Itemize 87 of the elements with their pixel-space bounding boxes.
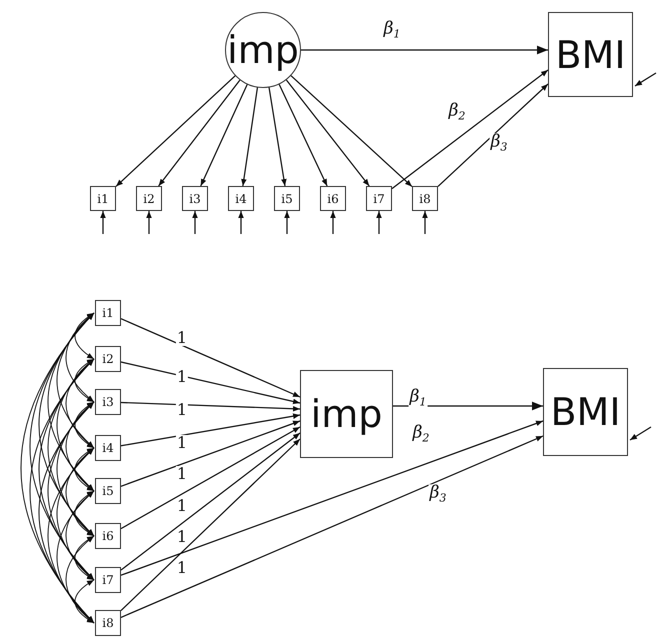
edge-label: β$_{3}$ [428,484,448,504]
covariance-arrow [66,358,94,448]
covariance-arrow [56,312,94,448]
covariance-arrow [74,402,94,448]
covariance-arrow [56,358,94,492]
covariance-arrow [56,402,94,536]
variable-box: i1 [90,186,116,211]
arrow [438,84,548,187]
variable-box: BMI [548,12,633,97]
arrow [301,46,548,54]
covariance-arrow [74,448,94,492]
arrow [238,211,244,234]
arrow [393,402,543,410]
variable-box: i6 [320,186,346,211]
variable-box: i2 [136,186,162,211]
covariance-arrow [38,358,94,580]
covariance-arrow [66,536,94,624]
covariance-arrow [38,312,94,536]
variable-box: imp [300,370,393,458]
arrow [120,426,300,530]
covariance-arrow [66,312,94,402]
arrow [120,402,300,412]
edge-label: β$_{2}$ [448,102,466,122]
edge-label: 1 [176,369,188,385]
arrow [392,70,548,190]
arrow [268,87,287,186]
variable-box: i4 [228,186,254,211]
arrow [116,75,236,187]
covariance-arrow [66,402,94,492]
arrow [278,84,328,186]
covariance-arrow [56,448,94,580]
arrow [200,84,248,186]
edge-label: β$_{1}$ [382,20,402,40]
edge-label: β$_{1}$ [408,388,428,408]
edge-label: β$_{3}$ [490,133,508,153]
arrow [192,211,198,234]
arrow [120,432,300,571]
variable-box: i1 [95,300,121,326]
covariance-arrow [20,312,94,624]
arrow [120,413,300,446]
arrow [376,211,382,234]
covariance-arrow [48,358,94,536]
arrow [634,72,656,87]
arrow [120,420,300,487]
variable-box: i5 [274,186,300,211]
covariance-arrow [66,448,94,536]
arrow [146,211,152,234]
variable-box: i8 [412,186,438,211]
variable-box: i3 [95,389,121,415]
covariance-arrow [30,312,94,580]
arrow [241,88,258,186]
variable-box: i3 [182,186,208,211]
arrow [120,361,300,404]
variable-box: i5 [95,478,121,504]
covariance-arrow [74,536,94,580]
covariance-arrow [74,580,94,624]
covariance-arrow [56,490,94,624]
arrow [630,426,652,441]
arrow [120,318,300,398]
arrow [158,80,240,186]
variable-box: i6 [95,523,121,549]
covariance-arrow [38,402,94,624]
arrow [286,80,370,186]
variable-box: BMI [543,368,628,456]
covariance-arrow [66,490,94,580]
variable-box: i2 [95,346,121,372]
arrow [120,435,544,618]
variable-box: i8 [95,610,121,636]
arrow [120,438,300,611]
arrow [422,211,428,234]
latent-variable-circle: imp [225,12,301,88]
covariance-arrow [48,312,94,492]
covariance-arrow [74,490,94,536]
edge-label: 1 [176,435,188,451]
covariance-arrow [74,358,94,402]
edge-label: 1 [176,402,188,418]
edge-label: β$_{2}$ [412,424,430,444]
arrow [284,211,290,234]
arrow [100,211,106,234]
arrow [120,420,544,576]
variable-box: i7 [95,567,121,593]
covariance-arrow [74,312,94,360]
arrow [330,211,336,234]
variable-box: i7 [366,186,392,211]
covariance-arrow [48,402,94,580]
variable-box: i4 [95,435,121,461]
arrow [290,75,412,188]
